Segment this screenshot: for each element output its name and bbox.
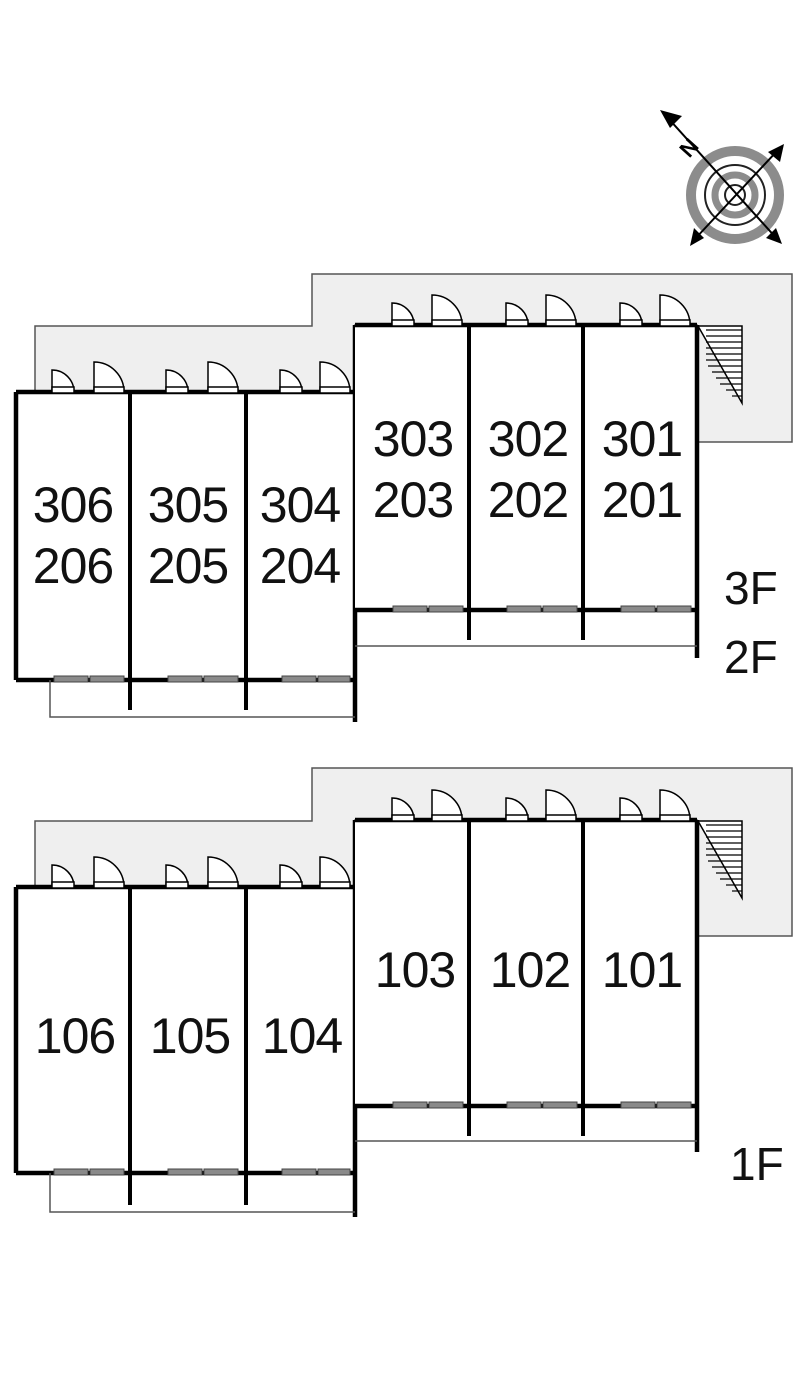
upper-doors (51, 294, 691, 394)
unit-203: 203 (373, 472, 453, 528)
compass-middle-ring (704, 164, 766, 226)
compass-east-arrow-icon (768, 144, 784, 162)
unit-305: 305 (148, 477, 228, 533)
compass: N (660, 110, 784, 246)
compass-north-arrow-icon (660, 110, 682, 128)
upper-staircase-icon (696, 325, 743, 406)
compass-axis-ns (667, 117, 779, 241)
unit-301: 301 (602, 411, 682, 467)
upper-windows (53, 605, 692, 683)
lower-staircase-icon (696, 820, 743, 901)
unit-103: 103 (375, 942, 455, 998)
lower-windows (53, 1101, 692, 1176)
floor-label-2f: 2F (724, 631, 778, 683)
compass-west-arrow-icon (690, 228, 704, 246)
unit-306: 306 (33, 477, 113, 533)
unit-102: 102 (490, 942, 570, 998)
compass-outer-ring (686, 146, 784, 244)
unit-101: 101 (602, 942, 682, 998)
compass-north-label: N (674, 134, 703, 163)
unit-104: 104 (262, 1008, 343, 1064)
unit-201: 201 (602, 472, 682, 528)
compass-south-arrow-icon (766, 228, 782, 244)
unit-204: 204 (260, 538, 341, 594)
unit-105: 105 (150, 1008, 230, 1064)
unit-206: 206 (33, 538, 113, 594)
upper-floor-plan: 306 206 305 205 304 204 303 203 302 202 … (13, 273, 793, 722)
unit-205: 205 (148, 538, 228, 594)
unit-303: 303 (373, 411, 453, 467)
compass-axis-ew (693, 149, 779, 241)
unit-106: 106 (35, 1008, 115, 1064)
unit-304: 304 (260, 477, 341, 533)
unit-302: 302 (488, 411, 568, 467)
lower-floor-plan: 106 105 104 103 102 101 1F (13, 767, 793, 1217)
compass-center-ring (724, 184, 746, 206)
lower-doors (51, 789, 691, 889)
unit-202: 202 (488, 472, 568, 528)
floor-label-1f: 1F (730, 1138, 784, 1190)
compass-inner-ring (711, 171, 759, 219)
floor-label-3f: 3F (724, 562, 778, 614)
